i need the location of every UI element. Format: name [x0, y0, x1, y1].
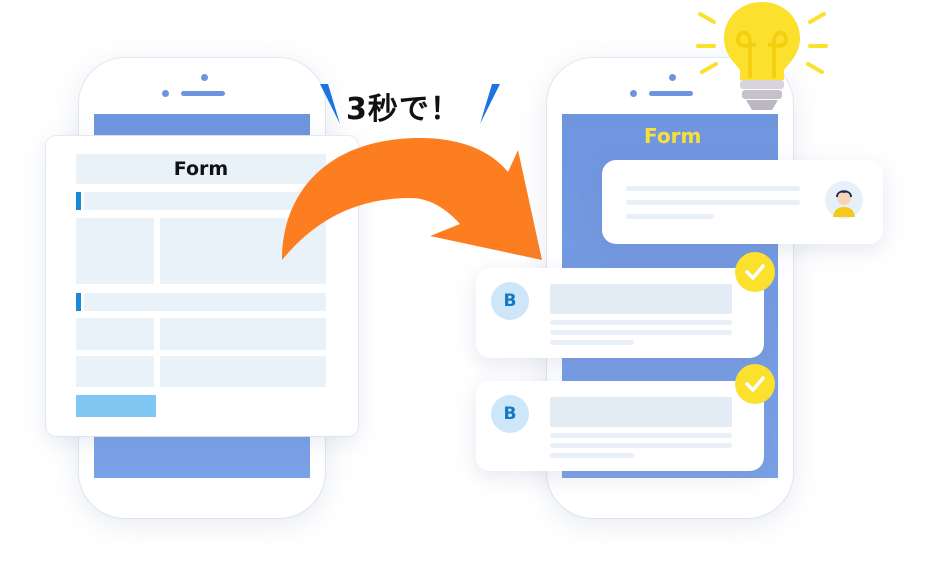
- left-phone-speaker: [181, 91, 225, 96]
- text-line: [550, 443, 732, 448]
- form-title: Form: [173, 158, 229, 180]
- text-line: [626, 200, 800, 205]
- left-phone-camera: [162, 90, 169, 97]
- text-block: [550, 284, 732, 314]
- result-card[interactable]: B: [476, 268, 764, 358]
- profile-card: [602, 160, 883, 244]
- text-line: [550, 433, 732, 438]
- left-phone-sensor: [201, 74, 208, 81]
- check-icon: [735, 364, 775, 404]
- text-line: [550, 320, 732, 325]
- arrow-curve-icon: [282, 138, 542, 260]
- right-phone-sensor: [669, 74, 676, 81]
- result-card[interactable]: B: [476, 381, 764, 471]
- form-field-right: [160, 318, 326, 350]
- right-phone-camera: [630, 90, 637, 97]
- form-field-right: [160, 356, 326, 387]
- right-phone-speaker: [649, 91, 693, 96]
- text-line: [550, 340, 634, 345]
- user-avatar-icon: [825, 181, 863, 219]
- check-icon: [735, 252, 775, 292]
- b-badge-icon: B: [491, 282, 529, 320]
- text-line: [626, 186, 800, 191]
- form-field-left: [76, 218, 154, 284]
- form-field-label: [84, 192, 326, 210]
- form-header-bar: Form: [76, 154, 326, 184]
- text-block: [550, 397, 732, 427]
- field-marker: [76, 293, 81, 311]
- form-field-label: [84, 293, 326, 311]
- form-field-left: [76, 356, 154, 387]
- emphasis-mark-left: [320, 84, 340, 124]
- right-form-title: Form: [644, 124, 702, 148]
- text-line: [550, 330, 732, 335]
- text-line: [550, 453, 634, 458]
- lightbulb-icon: [696, 2, 828, 110]
- submit-button[interactable]: [76, 395, 156, 417]
- field-marker: [76, 192, 81, 210]
- b-badge-icon: B: [491, 395, 529, 433]
- form-field-left: [76, 318, 154, 350]
- callout-text: 3秒で！: [346, 92, 461, 127]
- text-line: [626, 214, 714, 219]
- emphasis-mark-right: [480, 84, 500, 124]
